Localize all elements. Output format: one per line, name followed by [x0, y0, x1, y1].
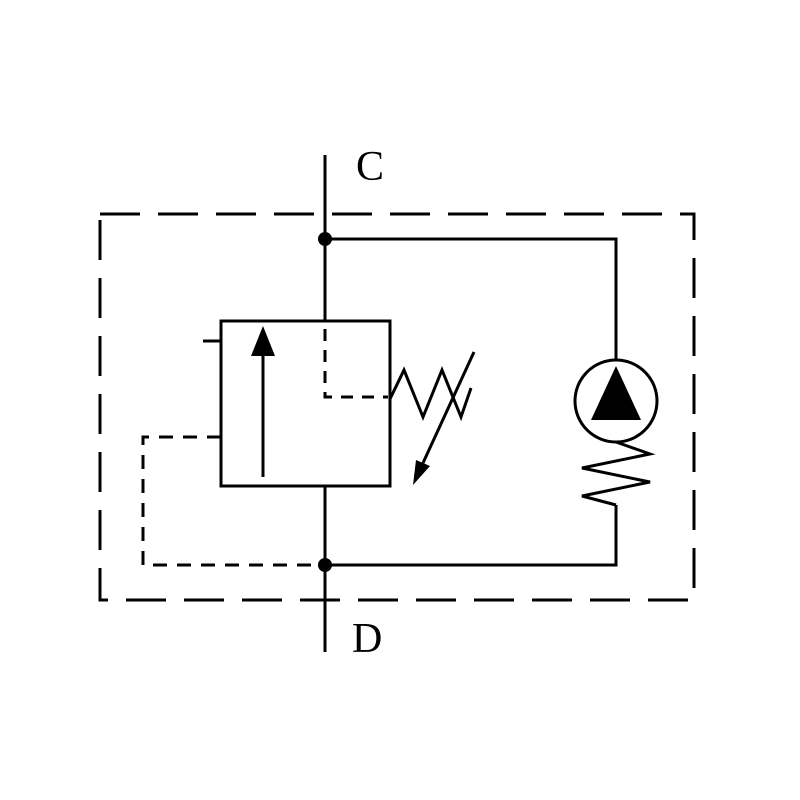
drain-pilot-dashed-line — [141, 435, 318, 567]
port-label-bottom: D — [352, 616, 382, 662]
bottom-junction-dot — [318, 558, 332, 572]
check-valve-bottom-branch-line — [325, 505, 618, 567]
check-valve-top-branch-line — [325, 237, 618, 360]
valve-body-box — [219, 319, 392, 488]
valve-flow-arrowhead-icon — [251, 326, 275, 356]
valve-spring-icon — [388, 365, 473, 422]
top-junction-dot — [318, 232, 332, 246]
adjustment-arrow-stem — [421, 351, 476, 464]
schematic-lines — [98, 155, 696, 652]
port-label-top: C — [356, 144, 384, 190]
check-valve-spring-icon — [581, 440, 656, 507]
check-valve-poppet-icon — [591, 366, 641, 420]
enclosure-dashed-boundary — [98, 212, 696, 602]
internal-pilot-dashed-line — [323, 329, 388, 399]
adjustment-arrowhead-icon — [413, 460, 430, 485]
